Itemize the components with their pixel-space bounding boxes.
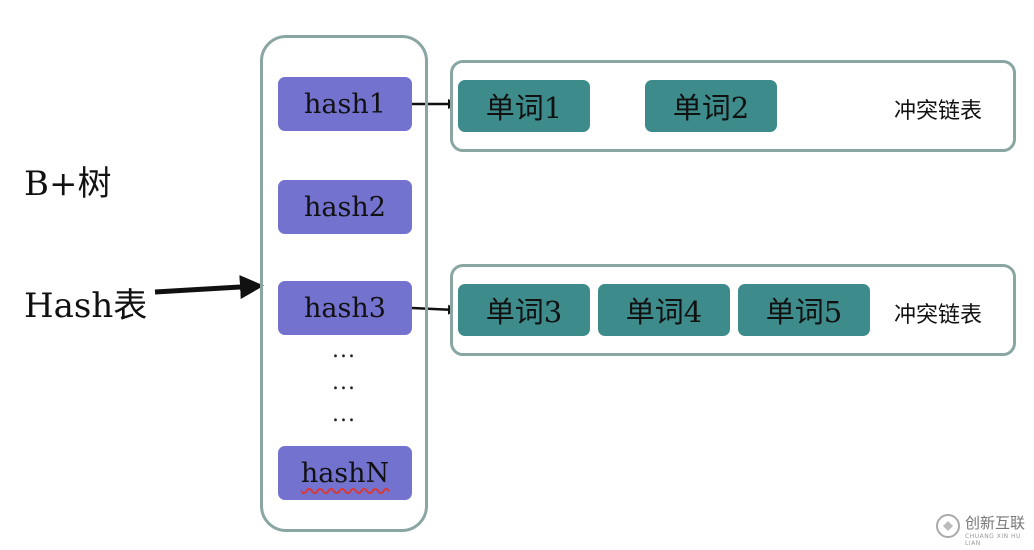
chain-word: 单词3 <box>458 284 590 336</box>
hash-bucket-label: hash2 <box>304 191 386 223</box>
hash-bucket-3: hash3 <box>278 281 412 335</box>
hash3-to-chain-arrow <box>411 304 458 315</box>
watermark-subtext: CHUANG XIN HU LIAN <box>965 533 1021 547</box>
hash-bucket-1: hash1 <box>278 77 412 131</box>
chain-word-label: 单词2 <box>672 91 750 125</box>
watermark-logo-icon <box>936 514 960 538</box>
hash-bucket-label: hash1 <box>304 88 386 120</box>
ellipsis: ... <box>332 338 356 363</box>
ellipsis: ... <box>332 402 356 427</box>
ellipsis: ... <box>332 370 356 395</box>
chain-word-label: 单词4 <box>625 295 703 329</box>
hash-table-arrow <box>154 275 264 300</box>
hash-bucket-n: hashN <box>278 446 412 500</box>
chain-word-label: 单词5 <box>765 295 843 329</box>
hash-bucket-label: hash3 <box>304 292 386 324</box>
hash-bucket-column <box>260 35 428 532</box>
chain-word-label: 单词3 <box>485 295 563 329</box>
chain-word: 单词4 <box>598 284 730 336</box>
chain-word: 单词1 <box>458 80 590 132</box>
hash-bucket-label: hashN <box>300 457 390 489</box>
hash-bucket-2: hash2 <box>278 180 412 234</box>
chain-label: 冲突链表 <box>894 303 983 328</box>
bplus-tree-label: B+树 <box>24 164 112 204</box>
watermark-text: 创新互联 <box>965 514 1026 532</box>
chain-word: 单词5 <box>738 284 870 336</box>
hash-table-label: Hash表 <box>24 286 148 326</box>
watermark: 创新互联 CHUANG XIN HU LIAN <box>935 507 1031 547</box>
chain-word-label: 单词1 <box>485 91 563 125</box>
chain-word: 单词2 <box>645 80 777 132</box>
chain-label: 冲突链表 <box>894 99 983 124</box>
